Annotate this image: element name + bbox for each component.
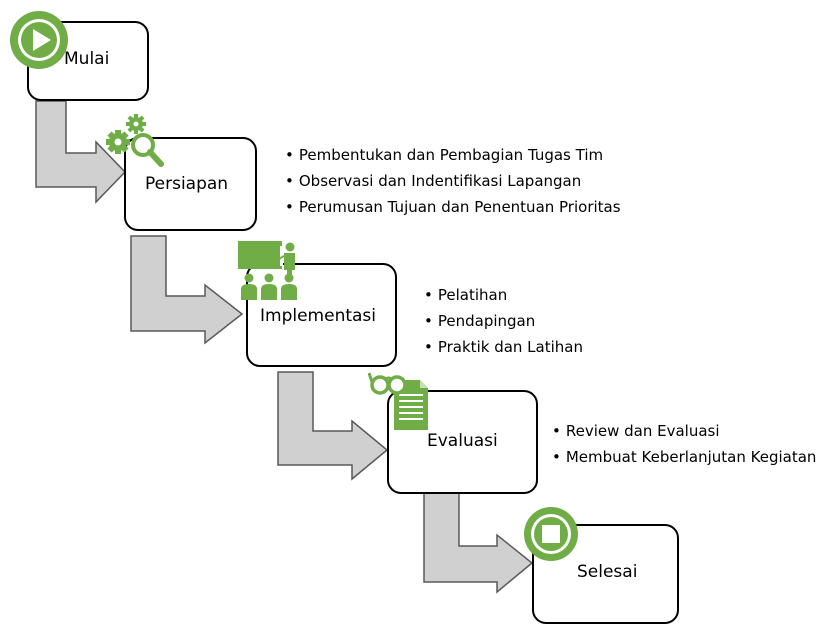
classroom-presentation-icon bbox=[238, 241, 297, 300]
list-item: Perumusan Tujuan dan Penentuan Prioritas bbox=[285, 194, 621, 220]
list-item: Observasi dan Indentifikasi Lapangan bbox=[285, 168, 621, 194]
list-item: Praktik dan Latihan bbox=[424, 334, 583, 360]
list-item: Pelatihan bbox=[424, 282, 583, 308]
implementasi-bullet-list: Pelatihan Pendapingan Praktik dan Latiha… bbox=[424, 282, 583, 360]
list-item: Pendapingan bbox=[424, 308, 583, 334]
list-item: Review dan Evaluasi bbox=[552, 418, 816, 444]
gears-search-icon bbox=[106, 114, 164, 167]
list-item: Membuat Keberlanjutan Kegiatan bbox=[552, 444, 817, 470]
step-label-evaluasi: Evaluasi bbox=[427, 431, 498, 451]
arrow-mulai-persiapan bbox=[35, 100, 127, 204]
play-icon bbox=[10, 11, 68, 69]
evaluasi-bullet-list: Review dan Evaluasi Membuat Keberlanjuta… bbox=[552, 418, 817, 470]
arrow-implementasi-evaluasi bbox=[277, 371, 389, 481]
step-label-mulai: Mulai bbox=[64, 49, 110, 69]
list-item: Pembentukan dan Pembagian Tugas Tim bbox=[285, 142, 621, 168]
step-label-selesai: Selesai bbox=[577, 562, 638, 582]
step-label-implementasi: Implementasi bbox=[260, 306, 377, 326]
glasses-document-icon bbox=[368, 372, 428, 430]
stop-icon bbox=[524, 507, 578, 561]
arrow-evaluasi-selesai bbox=[423, 476, 534, 594]
persiapan-bullet-list: Pembentukan dan Pembagian Tugas Tim Obse… bbox=[285, 142, 621, 220]
step-label-persiapan: Persiapan bbox=[145, 174, 229, 194]
arrow-persiapan-implementasi bbox=[130, 235, 244, 345]
